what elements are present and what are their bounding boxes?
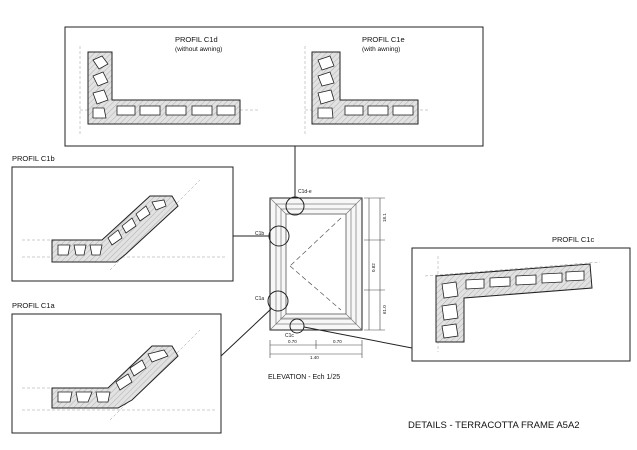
leader-c1c <box>303 326 413 349</box>
profile-c1d-title: PROFIL C1d <box>175 35 218 44</box>
dim-height-top: 18.1 <box>382 213 387 222</box>
dim-width-right: 0.70 <box>333 339 342 344</box>
callout-c1a-circle <box>267 290 289 312</box>
dim-width-left: 0.70 <box>288 339 297 344</box>
dim-height-mid: 0.82 <box>371 263 376 272</box>
dim-width-total: 1.40 <box>310 355 319 360</box>
profile-c1a-title: PROFIL C1a <box>12 301 55 310</box>
vertical-dimension-chain <box>364 197 385 331</box>
profile-c1e-section <box>304 46 430 135</box>
dim-height-bottom: 61.0 <box>382 305 387 314</box>
profile-c1c-title: PROFIL C1c <box>552 235 594 244</box>
profile-c1b-panel <box>11 166 234 282</box>
profile-c1c-panel <box>411 247 631 362</box>
profile-c1d-section <box>79 46 260 135</box>
profile-c1b-title: PROFIL C1b <box>12 154 55 163</box>
sheet-title: DETAILS - TERRACOTTA FRAME A5A2 <box>408 420 580 431</box>
profile-c1a-panel <box>11 313 222 434</box>
elevation-caption: ELEVATION - Ech 1/25 <box>268 374 340 381</box>
profile-c1e-title: PROFIL C1e <box>362 35 405 44</box>
horizontal-dimension-chain <box>269 340 363 358</box>
callout-c1c-circle <box>289 318 305 334</box>
elevation-window <box>269 197 363 331</box>
leader-c1a <box>220 308 272 357</box>
profile-c1d-c1e-panel: PROFIL C1d (without awning) PROFIL C1e (… <box>64 26 484 147</box>
callout-c1b-label: C1b <box>255 231 264 237</box>
profile-c1d-subtitle: (without awning) <box>175 46 222 53</box>
callout-c1a-label: C1a <box>255 296 264 302</box>
callout-c1c-label: C1c <box>285 333 294 339</box>
callout-c1de-label: C1d-e <box>298 189 312 195</box>
profile-c1e-subtitle: (with awning) <box>362 46 400 53</box>
